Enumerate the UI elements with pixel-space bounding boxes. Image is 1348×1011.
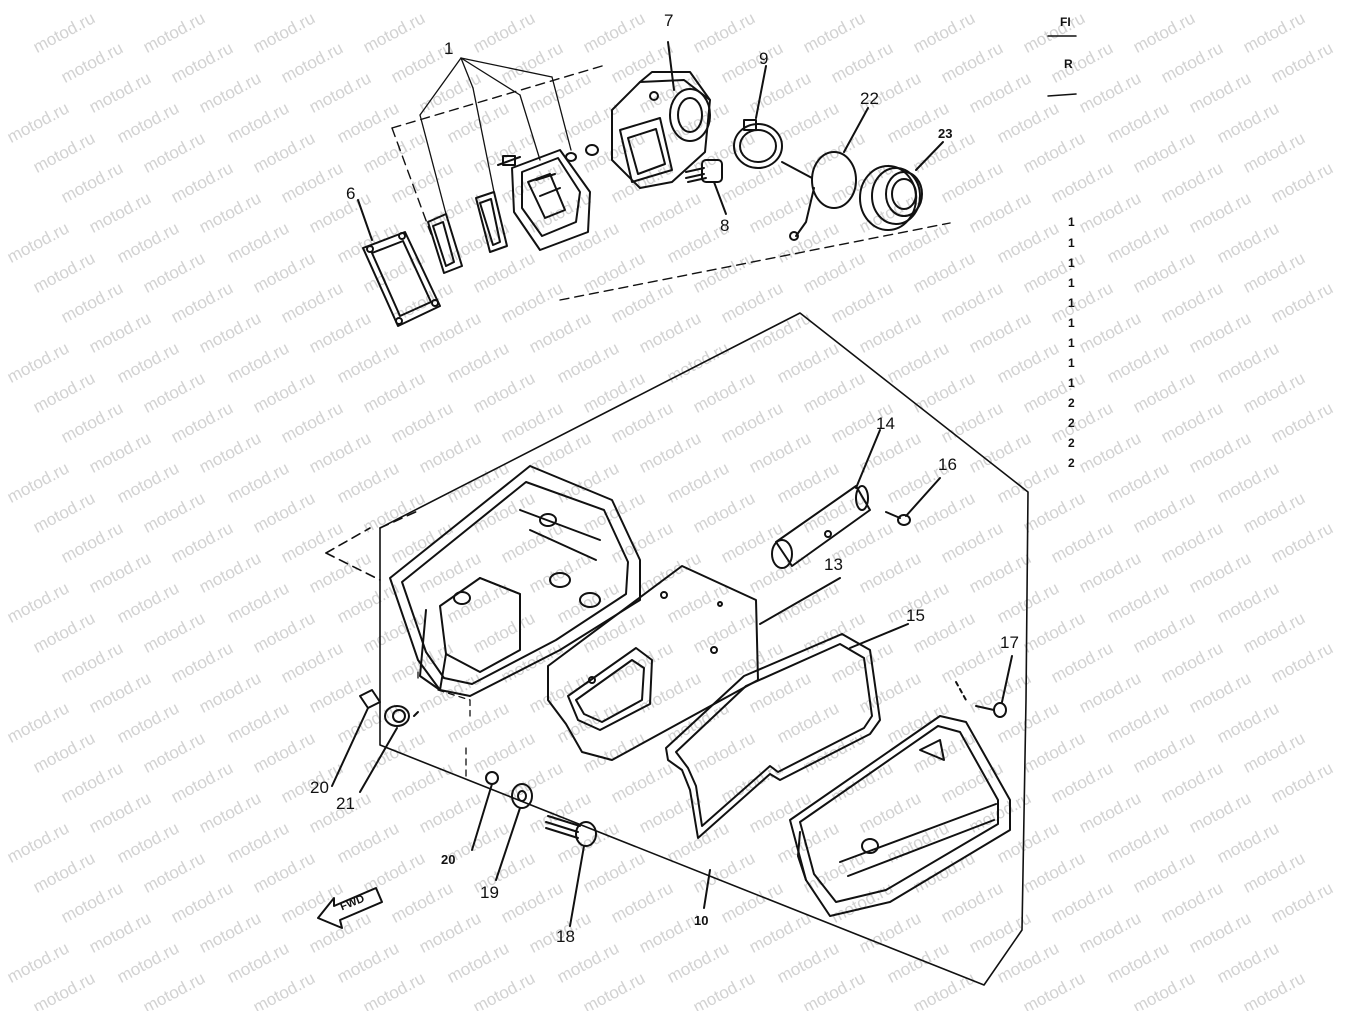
callout-19: 19 xyxy=(480,883,499,902)
mount-dash-bracket xyxy=(417,671,471,777)
side-row: 1 xyxy=(1068,356,1075,370)
callout-1: 1 xyxy=(444,39,454,58)
callout-17: 17 xyxy=(1000,633,1019,652)
callout-23: 23 xyxy=(938,126,953,141)
bolt-8 xyxy=(685,159,727,215)
side-row: 1 xyxy=(1068,336,1075,350)
fwd-arrow xyxy=(317,887,383,929)
leader-1 xyxy=(419,57,572,215)
air-cleaner-case xyxy=(389,465,641,697)
spring-22 xyxy=(781,107,869,241)
side-row: 1 xyxy=(1068,236,1075,250)
side-rule xyxy=(1047,35,1077,97)
grommets-20-21 xyxy=(331,689,419,793)
side-row: 2 xyxy=(1068,396,1075,410)
callout-22: 22 xyxy=(860,89,879,108)
callout-9: 9 xyxy=(759,49,769,68)
air-cleaner-cover xyxy=(789,715,1011,917)
tube-14 xyxy=(771,429,881,569)
reed-petals xyxy=(427,191,508,274)
reed-valve-block xyxy=(497,149,591,251)
leader-6 xyxy=(357,199,373,241)
screw-17 xyxy=(955,655,1013,718)
callout-21: 21 xyxy=(336,794,355,813)
upper-group-dashed-frame xyxy=(391,65,951,301)
intake-manifold-7 xyxy=(611,41,711,189)
screw-16 xyxy=(885,477,941,526)
callout-6: 6 xyxy=(346,184,356,203)
fittings-20-19-18 xyxy=(471,771,597,927)
side-row: 1 xyxy=(1068,316,1075,330)
callout-15: 15 xyxy=(906,606,925,625)
gasket-6 xyxy=(362,231,441,327)
reed-screws xyxy=(565,144,599,162)
side-row: 1 xyxy=(1068,256,1075,270)
side-row: 2 xyxy=(1068,436,1075,450)
callout-8: 8 xyxy=(720,216,730,235)
element-plate-13 xyxy=(547,565,841,761)
side-row: 1 xyxy=(1068,376,1075,390)
callout-7: 7 xyxy=(664,11,674,30)
side-row: 1 xyxy=(1068,276,1075,290)
side-header-second: R xyxy=(1064,57,1073,71)
callout-18: 18 xyxy=(556,927,575,946)
callout-10: 10 xyxy=(694,913,709,928)
side-row: 2 xyxy=(1068,456,1075,470)
callout-20-lower: 20 xyxy=(441,852,456,867)
callout-16: 16 xyxy=(938,455,957,474)
callout-13: 13 xyxy=(824,555,843,574)
callout-14: 14 xyxy=(876,414,895,433)
clamp-9 xyxy=(733,65,783,169)
side-header-top: FI xyxy=(1060,15,1071,29)
callout-20-left: 20 xyxy=(310,778,329,797)
seal-15 xyxy=(665,623,909,839)
leader-10 xyxy=(703,869,711,909)
side-row: 2 xyxy=(1068,416,1075,430)
side-row: 1 xyxy=(1068,215,1075,229)
joint-23 xyxy=(859,141,944,231)
side-row: 1 xyxy=(1068,296,1075,310)
box-frame xyxy=(325,312,1029,986)
